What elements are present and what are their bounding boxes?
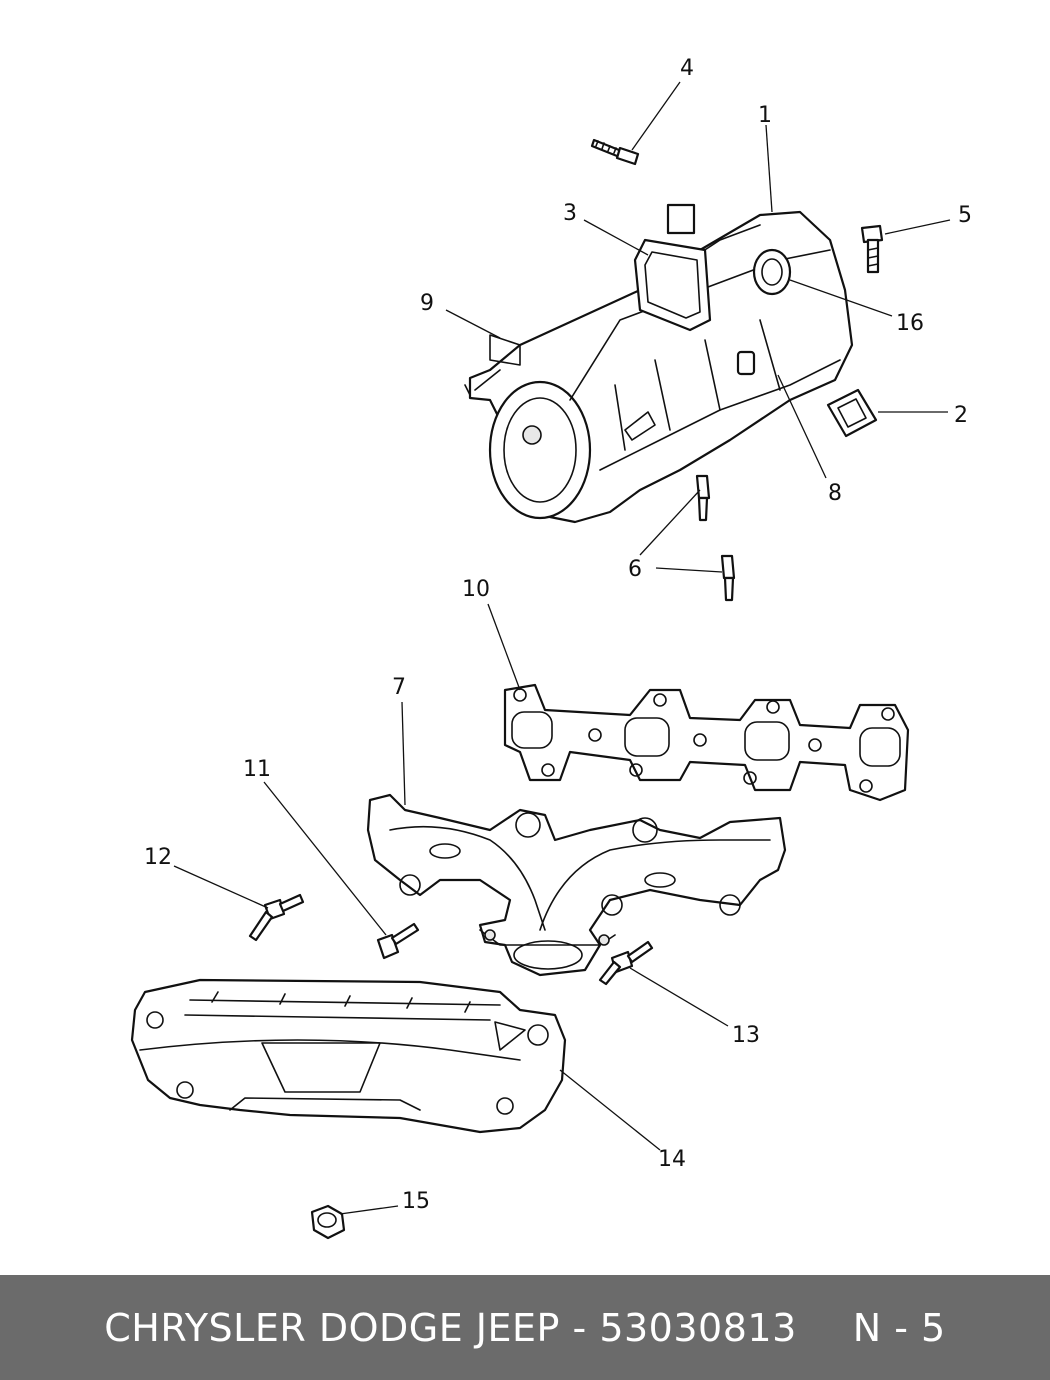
stud-12-icon <box>248 893 305 942</box>
callout-8: 8 <box>828 481 842 506</box>
callout-3: 3 <box>563 201 577 226</box>
callout-11: 11 <box>243 757 271 782</box>
footer-caption: CHRYSLER DODGE JEEP - 53030813 N - 5 <box>0 1275 1050 1380</box>
exhaust-manifold <box>366 793 787 977</box>
throttle-gasket <box>633 203 712 332</box>
brand-name: CHRYSLER DODGE JEEP <box>104 1305 560 1350</box>
port-flange <box>752 248 792 296</box>
footer-bar: CHRYSLER DODGE JEEP - 53030813 N - 5 <box>0 1275 1050 1380</box>
callout-15: 15 <box>402 1189 430 1214</box>
bolt-4-icon <box>590 138 640 166</box>
callout-9: 9 <box>420 291 434 316</box>
separator: - <box>559 1305 600 1350</box>
stud-6b-icon <box>720 554 736 602</box>
callout-7: 7 <box>392 675 406 700</box>
callout-4: 4 <box>680 56 694 81</box>
bolt-11-icon <box>376 922 420 960</box>
callout-2: 2 <box>954 403 968 428</box>
exhaust-gasket <box>503 683 910 802</box>
callout-10: 10 <box>462 577 490 602</box>
part-number: 53030813 <box>599 1305 797 1350</box>
heat-shield <box>130 978 567 1134</box>
callout-labels: 1 2 3 4 5 6 7 8 9 10 11 12 13 14 15 16 <box>144 56 972 1214</box>
callout-12: 12 <box>144 845 172 870</box>
callout-14: 14 <box>658 1147 686 1172</box>
intake-manifold <box>464 210 854 524</box>
callout-5: 5 <box>958 203 972 228</box>
callout-16: 16 <box>896 311 924 336</box>
parts-exploded-diagram: 1 2 3 4 5 6 7 8 9 10 11 12 13 14 15 16 <box>130 56 972 1240</box>
callout-6: 6 <box>628 557 642 582</box>
stud-13-icon <box>598 940 654 986</box>
gasket-2-icon <box>826 388 878 438</box>
leader-lines <box>173 81 951 1215</box>
stud-6a-icon <box>695 474 711 522</box>
callout-13: 13 <box>732 1023 760 1048</box>
bolt-5-icon <box>860 224 884 274</box>
page-reference: N - 5 <box>852 1305 946 1350</box>
callout-1: 1 <box>758 103 772 128</box>
nut-15-icon <box>310 1204 346 1240</box>
